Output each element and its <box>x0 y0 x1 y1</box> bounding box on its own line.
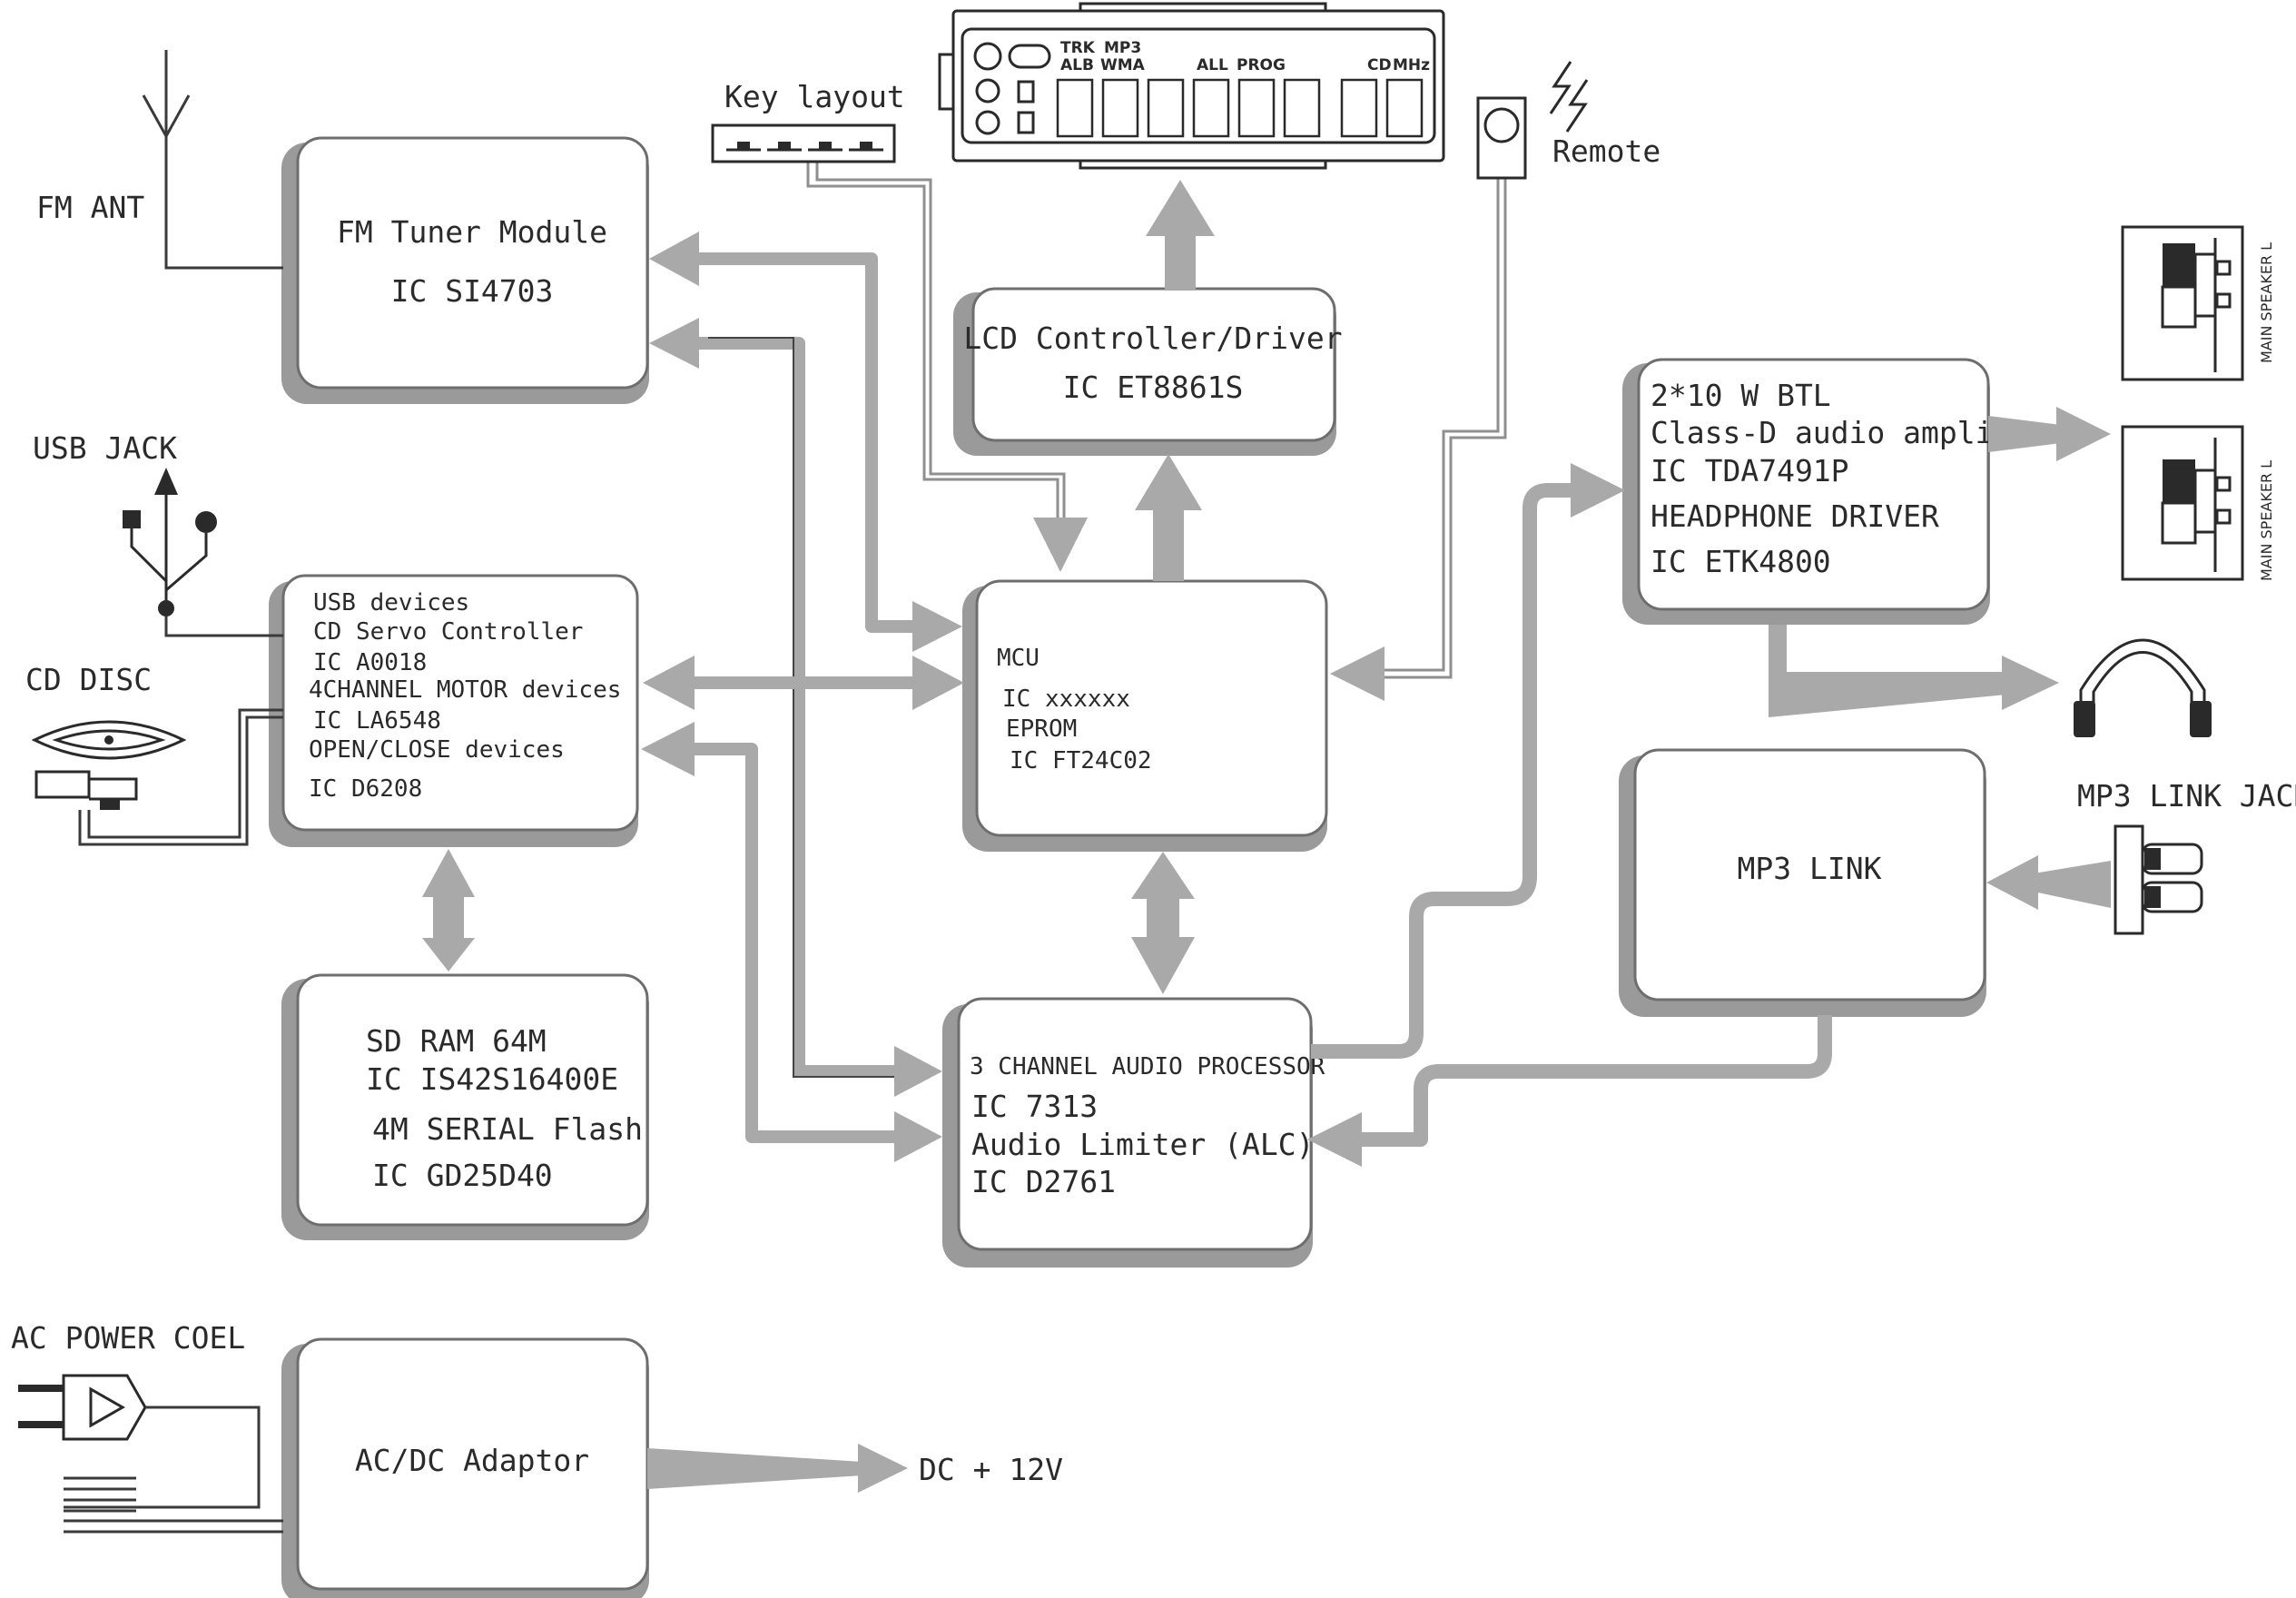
lcd-cd: CD <box>1367 56 1392 74</box>
lcd-wma: WMA <box>1100 56 1146 74</box>
usb-devices-label: USB devices <box>313 589 469 617</box>
usb-cd-block[interactable]: USB devices CD Servo Controller IC A0018… <box>269 574 639 847</box>
jack-mp3-link <box>1986 855 2111 910</box>
lcd-controller-ic: IC ET8861S <box>1063 370 1244 405</box>
mcu-block[interactable]: MCU IC xxxxxx EPROM IC FT24C02 <box>962 579 1328 852</box>
mcu-ic: IC xxxxxx <box>1002 686 1130 713</box>
lcd-controller-block[interactable]: LCD Controller/Driver IC ET8861S <box>953 287 1343 456</box>
lcd-digit-row <box>1056 78 1424 138</box>
usb-cd-sdram-link <box>422 849 475 972</box>
ac-power-label: AC POWER COEL <box>11 1320 245 1356</box>
remote-icon <box>1476 61 1589 180</box>
lcd-mp3: MP3 <box>1104 39 1141 57</box>
lcd-prog: PROG <box>1237 56 1286 74</box>
usb-jack-label: USB JACK <box>33 430 177 466</box>
audio-amplifier-link <box>1311 463 1625 1059</box>
mp3-jack-icon <box>2114 824 2203 935</box>
headphone-driver-title: HEADPHONE DRIVER <box>1651 498 1939 534</box>
key-mcu-link <box>806 162 1088 572</box>
sdram-ic: IC IS42S16400E <box>366 1061 618 1097</box>
mcu-audio-link <box>1131 852 1195 994</box>
headphones-icon <box>2074 638 2212 737</box>
flash-title: 4M SERIAL Flash <box>372 1111 643 1147</box>
lcd-alb: ALB <box>1060 56 1094 74</box>
lcd-trk: TRK <box>1060 39 1096 57</box>
usb-cd-mcu-link <box>643 656 964 710</box>
alc-ic: IC D2761 <box>971 1164 1116 1199</box>
ac-plug-icon <box>18 1374 283 1534</box>
fm-ant-label: FM ANT <box>36 190 144 225</box>
fm-audio-link <box>649 318 942 1097</box>
acdc-output-link <box>647 1444 908 1493</box>
mcu-title: MCU <box>997 645 1040 672</box>
remote-mcu-link <box>1330 177 1507 701</box>
fm-tuner-block[interactable]: FM Tuner Module IC SI4703 <box>281 136 649 404</box>
usb-cd-audio-link <box>641 722 942 1162</box>
amplifier-ic: IC TDA7491P <box>1651 453 1849 488</box>
headphone-driver-ic: IC ETK4800 <box>1651 544 1831 579</box>
speaker-bottom-label: MAIN SPEAKER L <box>2258 460 2275 581</box>
lcd-controller-title: LCD Controller/Driver <box>963 321 1342 356</box>
alc-title: Audio Limiter (ALC) <box>971 1127 1315 1162</box>
sdram-flash-block[interactable]: SD RAM 64M IC IS42S16400E 4M SERIAL Flas… <box>281 973 649 1240</box>
amplifier-headphone-link <box>1769 625 2059 717</box>
lcd-mhz: MHz <box>1393 56 1430 74</box>
key-layout-label: Key layout <box>724 79 905 114</box>
open-close-label: OPEN/CLOSE devices <box>309 736 565 764</box>
acdc-adaptor-block[interactable]: AC/DC Adaptor <box>281 1337 649 1598</box>
open-close-ic: IC D6208 <box>309 775 422 803</box>
audio-processor-title: 3 CHANNEL AUDIO PROCESSOR <box>970 1053 1325 1080</box>
cd-servo-label: CD Servo Controller <box>313 618 583 646</box>
lcd-display-icon: TRK ALB MP3 WMA ALL PROG CD MHz <box>938 2 1445 170</box>
cd-servo-ic: IC A0018 <box>313 649 427 676</box>
acdc-title: AC/DC Adaptor <box>355 1443 589 1478</box>
speaker-top-icon <box>2121 225 2244 381</box>
mp3-link-jack-label: MP3 LINK JACK <box>2077 778 2296 814</box>
speaker-top-label: MAIN SPEAKER L <box>2258 242 2275 363</box>
motor-devices-label: 4CHANNEL MOTOR devices <box>309 676 621 704</box>
flash-ic: IC GD25D40 <box>372 1158 553 1193</box>
usb-symbol-icon <box>123 468 283 637</box>
mp3-link-title: MP3 LINK <box>1738 851 1882 886</box>
fm-antenna-icon <box>142 50 283 270</box>
cd-disc-icon <box>31 708 283 846</box>
amplifier-speaker-link <box>1988 407 2111 461</box>
amplifier-power: 2*10 W BTL <box>1651 378 1831 413</box>
eprom-label: EPROM <box>1006 715 1077 743</box>
lcd-all: ALL <box>1197 56 1228 74</box>
eprom-ic: IC FT24C02 <box>1010 747 1152 774</box>
audio-processor-block[interactable]: 3 CHANNEL AUDIO PROCESSOR IC 7313 Audio … <box>942 997 1325 1268</box>
fm-tuner-title: FM Tuner Module <box>337 214 607 250</box>
motor-devices-ic: IC LA6548 <box>313 707 441 735</box>
dc-output-label: DC + 12V <box>919 1452 1063 1487</box>
mp3-link-block[interactable]: MP3 LINK <box>1619 748 1986 1017</box>
sdram-title: SD RAM 64M <box>366 1023 547 1059</box>
remote-label: Remote <box>1552 133 1660 169</box>
speaker-bottom-icon <box>2121 425 2244 581</box>
amplifier-block[interactable]: 2*10 W BTL Class-D audio amplifier IC TD… <box>1622 358 2065 625</box>
fm-tuner-ic: IC SI4703 <box>391 273 554 309</box>
mp3-audio-link <box>1307 1015 1832 1167</box>
mcu-lcd-link <box>1135 454 1202 581</box>
lcd-controller-display-link <box>1146 180 1215 291</box>
key-layout-icon <box>711 123 896 163</box>
cd-disc-label: CD DISC <box>25 662 152 697</box>
audio-processor-ic: IC 7313 <box>971 1089 1098 1124</box>
fm-mcu-link <box>649 232 962 652</box>
